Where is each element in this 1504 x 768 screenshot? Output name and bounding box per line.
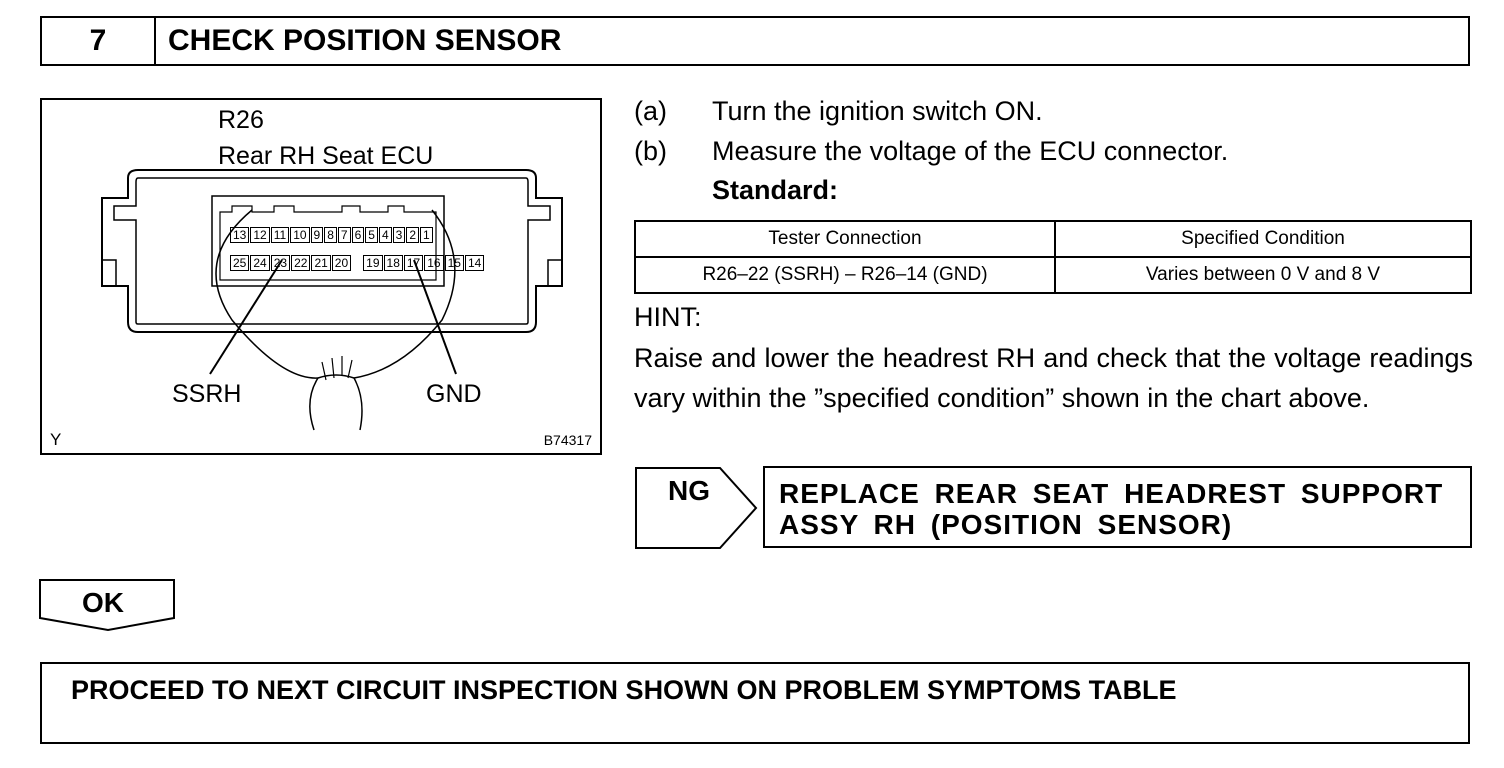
pin-label: 10 [290,227,310,243]
spec-header-connection: Tester Connection [634,220,1056,258]
spec-cell-condition: Varies between 0 V and 8 V [1054,256,1472,294]
pin-label: 9 [310,227,324,243]
pin-row-bottom: 25 24 23 22 21 20 19 18 17 16 15 14 [230,255,485,271]
ng-action-line1: REPLACE REAR SEAT HEADREST SUPPORT [779,478,1444,509]
step-title: CHECK POSITION SENSOR [168,24,562,57]
corner-label: Y [50,430,62,449]
pin-label: 11 [270,227,290,243]
pin-label: 2 [406,227,420,243]
ng-arrow [635,467,758,549]
ok-action-box: PROCEED TO NEXT CIRCUIT INSPECTION SHOWN… [40,662,1470,744]
pin-label: 22 [291,255,311,271]
connector-figure: R26 Rear RH Seat ECU 13 12 11 10 9 8 7 6… [40,98,602,455]
connector-name: Rear RH Seat ECU [218,142,434,170]
pin-label: 16 [424,255,444,271]
pin-label: 5 [365,227,378,243]
pin-label: 21 [311,255,331,271]
table-row: R26–22 (SSRH) – R26–14 (GND) Varies betw… [634,256,1472,294]
ok-arrow [39,579,175,632]
pin-row-top: 13 12 11 10 9 8 7 6 5 4 3 2 1 [230,227,434,243]
ng-tag: NG [668,475,710,506]
step-b-marker: (b) [634,136,667,166]
step-a-text: Turn the ignition switch ON. [712,96,1043,126]
spec-table-header-row: Tester Connection Specified Condition [634,220,1472,258]
pin-label: 23 [270,255,291,271]
standard-label: Standard: [712,175,839,205]
ssrh-label: SSRH [172,380,242,408]
pin-label: 18 [383,255,403,271]
pin-label: 3 [392,227,406,243]
ok-tag: OK [82,587,124,618]
ng-action-box: REPLACE REAR SEAT HEADREST SUPPORT ASSY … [763,466,1472,548]
connector-drawing [101,169,563,431]
pin-label: 8 [324,227,337,243]
pin-label: 1 [420,227,433,243]
ng-action-line2: ASSY RH (POSITION SENSOR) [779,509,1233,540]
pin-label: 24 [250,255,270,271]
spec-cell-connection: R26–22 (SSRH) – R26–14 (GND) [634,256,1056,294]
pin-label: 7 [337,227,351,243]
connector-id: R26 [218,106,264,134]
step-header: 7 CHECK POSITION SENSOR [40,16,1470,66]
ok-action-text: PROCEED TO NEXT CIRCUIT INSPECTION SHOWN… [71,675,1177,705]
pin-label: 6 [351,227,365,243]
pin-label: 4 [378,227,392,243]
pin-label: 25 [230,255,250,271]
pin-label: 17 [403,255,424,271]
step-a-marker: (a) [634,96,667,126]
step-b-text: Measure the voltage of the ECU connector… [712,136,1229,166]
pin-label: 13 [230,227,250,243]
spec-table: Tester Connection Specified Condition R2… [634,220,1472,294]
spec-header-condition: Specified Condition [1054,220,1472,258]
step-number: 7 [42,18,156,64]
pin-label: 14 [464,255,485,271]
pin-label: 12 [250,227,270,243]
figure-code: B74317 [543,432,592,448]
hint-label: HINT: [634,302,702,332]
gnd-label: GND [426,380,482,408]
pin-label: 20 [331,255,352,271]
pin-label: 15 [444,255,464,271]
pin-label: 19 [363,255,383,271]
hint-text: Raise and lower the headrest RH and chec… [634,343,1473,413]
